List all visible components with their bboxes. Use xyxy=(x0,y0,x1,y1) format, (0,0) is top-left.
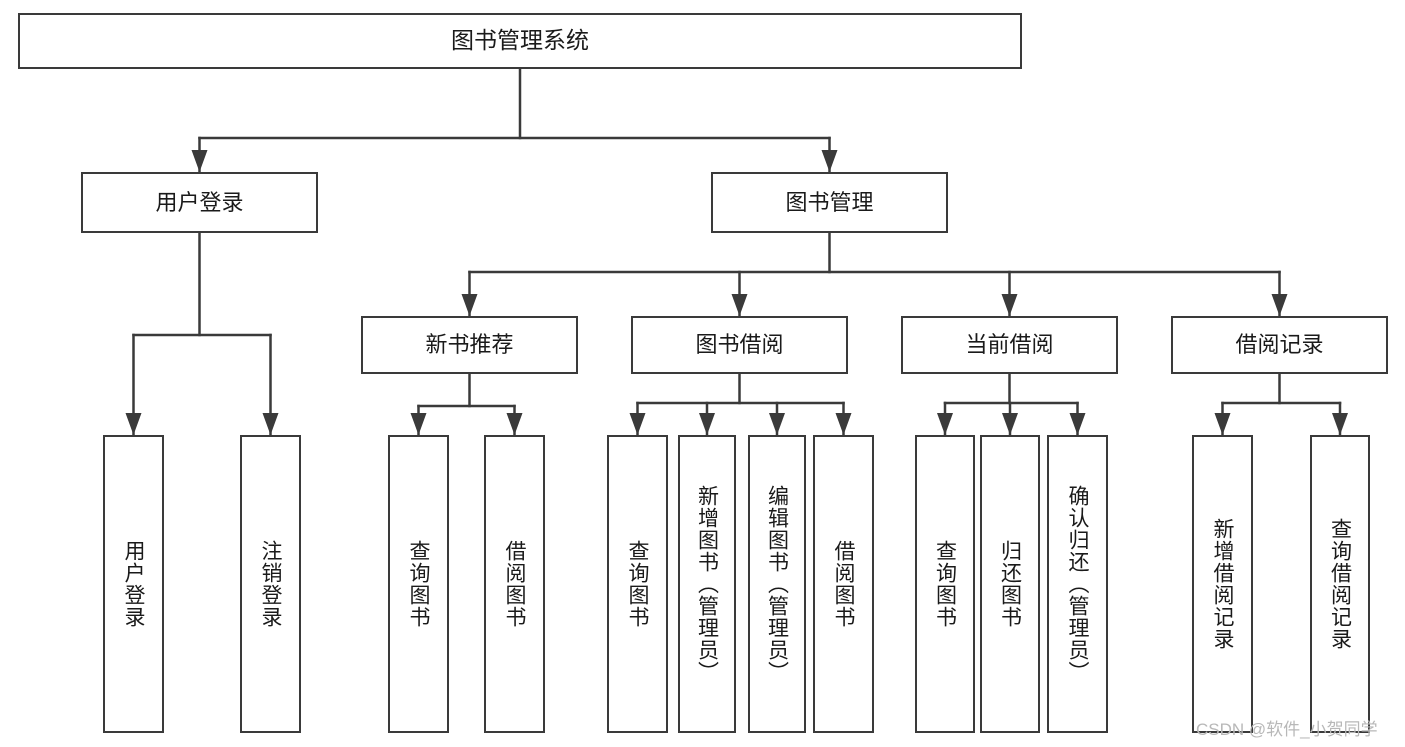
node-leaf-edit-book[interactable]: 编辑图书（管理员） xyxy=(748,435,806,733)
node-leaf-user-logout[interactable]: 注销登录 xyxy=(240,435,301,733)
node-new-book-rec[interactable]: 新书推荐 xyxy=(361,316,578,374)
arrowhead xyxy=(1002,413,1018,435)
node-label: 查询图书 xyxy=(933,540,957,628)
node-label: 借阅图书 xyxy=(503,540,526,628)
node-label: 新书推荐 xyxy=(425,332,514,358)
node-leaf-user-login[interactable]: 用户登录 xyxy=(103,435,164,733)
node-label: 当前借阅 xyxy=(965,332,1054,358)
arrowhead xyxy=(937,413,953,435)
node-label: 编辑图书（管理员） xyxy=(765,485,789,683)
arrowhead xyxy=(835,413,852,435)
node-leaf-borrow-book-rec[interactable]: 借阅图书 xyxy=(484,435,545,733)
node-label: 用户登录 xyxy=(122,540,145,628)
arrowhead xyxy=(1069,413,1086,435)
node-leaf-return-book[interactable]: 归还图书 xyxy=(980,435,1040,733)
node-label: 图书借阅 xyxy=(695,332,784,358)
node-leaf-query-book-rec[interactable]: 查询图书 xyxy=(388,435,449,733)
node-book-borrow[interactable]: 图书借阅 xyxy=(631,316,848,374)
arrowhead xyxy=(731,294,748,316)
node-borrow-record[interactable]: 借阅记录 xyxy=(1171,316,1388,374)
node-leaf-confirm-return[interactable]: 确认归还（管理员） xyxy=(1047,435,1108,733)
node-label: 用户登录 xyxy=(155,189,244,215)
node-label: 新增图书（管理员） xyxy=(695,485,719,683)
node-leaf-add-record[interactable]: 新增借阅记录 xyxy=(1192,435,1253,733)
node-label: 查询图书 xyxy=(626,540,649,628)
node-label: 注销登录 xyxy=(259,540,282,628)
node-label: 新增借阅记录 xyxy=(1211,518,1234,650)
arrowhead xyxy=(410,413,427,435)
arrowhead xyxy=(629,413,646,435)
arrowhead xyxy=(1214,413,1231,435)
node-leaf-query-book-cur[interactable]: 查询图书 xyxy=(915,435,975,733)
node-book-manage[interactable]: 图书管理 xyxy=(711,172,948,233)
node-leaf-add-book[interactable]: 新增图书（管理员） xyxy=(678,435,736,733)
arrowhead xyxy=(699,413,715,435)
node-label: 查询图书 xyxy=(407,540,430,628)
arrowhead xyxy=(1001,294,1018,316)
arrowhead xyxy=(506,413,523,435)
node-label: 归还图书 xyxy=(998,540,1022,628)
arrowhead xyxy=(821,150,838,172)
arrowhead xyxy=(1271,294,1288,316)
node-user-login[interactable]: 用户登录 xyxy=(81,172,318,233)
node-label: 图书管理系统 xyxy=(451,27,589,54)
node-current-borrow[interactable]: 当前借阅 xyxy=(901,316,1118,374)
arrowhead xyxy=(769,413,785,435)
node-leaf-query-book-brw[interactable]: 查询图书 xyxy=(607,435,668,733)
node-leaf-query-record[interactable]: 查询借阅记录 xyxy=(1310,435,1370,733)
node-leaf-borrow-book-brw[interactable]: 借阅图书 xyxy=(813,435,874,733)
node-label: 图书管理 xyxy=(785,189,874,215)
arrowhead xyxy=(461,294,478,316)
node-label: 确认归还（管理员） xyxy=(1066,485,1089,683)
node-label: 借阅记录 xyxy=(1235,332,1324,358)
arrowhead xyxy=(1332,413,1348,435)
node-root[interactable]: 图书管理系统 xyxy=(18,13,1022,69)
node-label: 查询借阅记录 xyxy=(1328,518,1352,650)
arrowhead xyxy=(125,413,142,435)
arrowhead xyxy=(262,413,279,435)
arrowhead xyxy=(191,150,208,172)
node-label: 借阅图书 xyxy=(832,540,855,628)
